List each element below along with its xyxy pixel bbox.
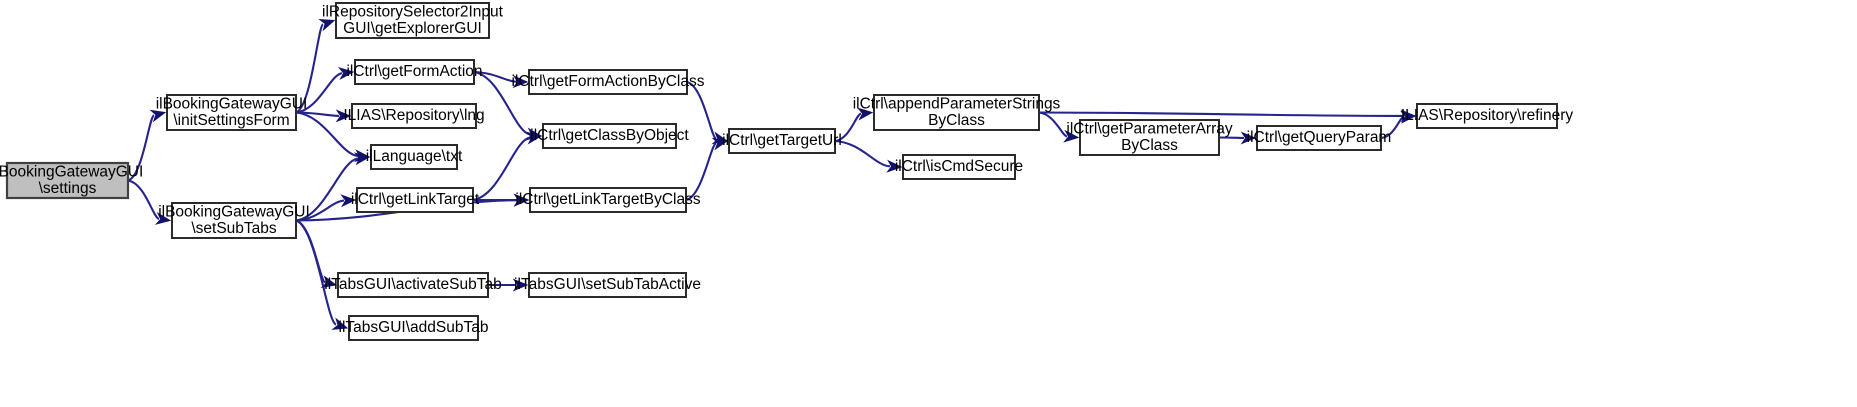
graph-node-settings[interactable]: ilBookingGatewayGUI\settings — [0, 161, 143, 200]
node-box-settings — [5, 161, 130, 200]
node-box-getLinkTarget — [356, 187, 474, 213]
node-label-addSubTab: ilTabsGUI\addSubTab — [339, 319, 489, 336]
node-label-isCmdSecure: ilCtrl\isCmdSecure — [895, 158, 1023, 175]
node-box-getTargetUrl — [728, 128, 836, 154]
node-label-repositoryRefinery: ILIAS\Repository\refinery — [1401, 107, 1574, 124]
graph-node-setSubTabs[interactable]: ilBookingGatewayGUI\setSubTabs — [158, 202, 310, 239]
graph-node-ilLanguageTxt[interactable]: ilLanguage\txt — [366, 144, 463, 170]
node-box-getQueryParam — [1256, 125, 1382, 151]
graph-node-repositoryLng[interactable]: ILIAS\Repository\lng — [343, 103, 485, 129]
node-box-getLinkTargetByClass — [529, 187, 687, 213]
graph-node-repositoryRefinery[interactable]: ILIAS\Repository\refinery — [1401, 103, 1574, 129]
node-label-setSubTabActive: ilTabsGUI\setSubTabActive — [514, 276, 701, 293]
node-label-getClassByObject: ilCtrl\getClassByObject — [530, 127, 689, 144]
node-label-getParameterArrayByClass: ByClass — [1121, 137, 1178, 154]
node-label-settings: ilBookingGatewayGUI — [0, 163, 143, 180]
graph-node-getClassByObject[interactable]: ilCtrl\getClassByObject — [530, 123, 689, 149]
node-box-getClassByObject — [542, 123, 677, 149]
node-label-ilLanguageTxt: ilLanguage\txt — [366, 148, 463, 165]
node-box-repositoryRefinery — [1416, 103, 1558, 129]
node-label-activateSubTab: ilTabsGUI\activateSubTab — [324, 276, 501, 293]
graph-node-getLinkTarget[interactable]: ilCtrl\getLinkTarget — [351, 187, 480, 213]
node-box-getExplorerGUI — [335, 2, 490, 39]
graph-node-getTargetUrl[interactable]: ilCtrl\getTargetUrl — [722, 128, 842, 154]
node-box-appendParameterStringsByClass — [873, 94, 1040, 131]
node-label-initSettingsForm: ilBookingGatewayGUI — [156, 95, 308, 112]
node-box-setSubTabs — [171, 202, 297, 239]
node-label-getExplorerGUI: GUI\getExplorerGUI — [343, 20, 482, 37]
graph-node-initSettingsForm[interactable]: ilBookingGatewayGUI\initSettingsForm — [156, 94, 308, 131]
node-box-getParameterArrayByClass — [1079, 119, 1220, 156]
edge-layer — [127, 19, 1417, 330]
graph-node-isCmdSecure[interactable]: ilCtrl\isCmdSecure — [895, 154, 1023, 180]
node-label-getTargetUrl: ilCtrl\getTargetUrl — [722, 132, 842, 149]
node-box-isCmdSecure — [902, 154, 1016, 180]
node-box-initSettingsForm — [166, 94, 297, 131]
node-label-getExplorerGUI: ilRepositorySelector2Input — [322, 3, 504, 20]
node-box-ilLanguageTxt — [370, 144, 458, 170]
node-label-setSubTabs: \setSubTabs — [191, 220, 277, 237]
node-label-getFormAction: ilCtrl\getFormAction — [346, 63, 482, 80]
graph-node-getExplorerGUI[interactable]: ilRepositorySelector2InputGUI\getExplore… — [322, 2, 504, 39]
graph-node-getFormAction[interactable]: ilCtrl\getFormAction — [346, 59, 483, 85]
node-box-activateSubTab — [337, 272, 489, 298]
node-box-getFormAction — [354, 59, 475, 85]
node-label-initSettingsForm: \initSettingsForm — [173, 112, 289, 129]
node-label-getParameterArrayByClass: ilCtrl\getParameterArray — [1066, 120, 1232, 137]
node-label-settings: \settings — [39, 180, 97, 197]
node-box-repositoryLng — [351, 103, 477, 129]
node-label-getQueryParam: ilCtrl\getQueryParam — [1247, 129, 1392, 146]
graph-node-setSubTabActive[interactable]: ilTabsGUI\setSubTabActive — [514, 272, 701, 298]
node-label-getLinkTarget: ilCtrl\getLinkTarget — [351, 191, 480, 208]
node-label-repositoryLng: ILIAS\Repository\lng — [343, 107, 484, 124]
graph-node-getFormActionByClass[interactable]: ilCtrl\getFormActionByClass — [512, 69, 705, 95]
node-label-getFormActionByClass: ilCtrl\getFormActionByClass — [512, 73, 705, 90]
node-label-appendParameterStringsByClass: ByClass — [928, 112, 985, 129]
node-box-getFormActionByClass — [528, 69, 688, 95]
graph-node-getLinkTargetByClass[interactable]: ilCtrl\getLinkTargetByClass — [515, 187, 701, 213]
node-box-setSubTabActive — [528, 272, 687, 298]
node-box-addSubTab — [348, 315, 479, 341]
node-label-getLinkTargetByClass: ilCtrl\getLinkTargetByClass — [515, 191, 700, 208]
node-label-appendParameterStringsByClass: ilCtrl\appendParameterStrings — [853, 95, 1061, 112]
graph-node-getQueryParam[interactable]: ilCtrl\getQueryParam — [1247, 125, 1392, 151]
graph-node-addSubTab[interactable]: ilTabsGUI\addSubTab — [339, 315, 489, 341]
graph-node-activateSubTab[interactable]: ilTabsGUI\activateSubTab — [324, 272, 502, 298]
node-label-setSubTabs: ilBookingGatewayGUI — [158, 203, 310, 220]
node-layer: ilBookingGatewayGUI\settingsilBookingGat… — [0, 2, 1574, 341]
